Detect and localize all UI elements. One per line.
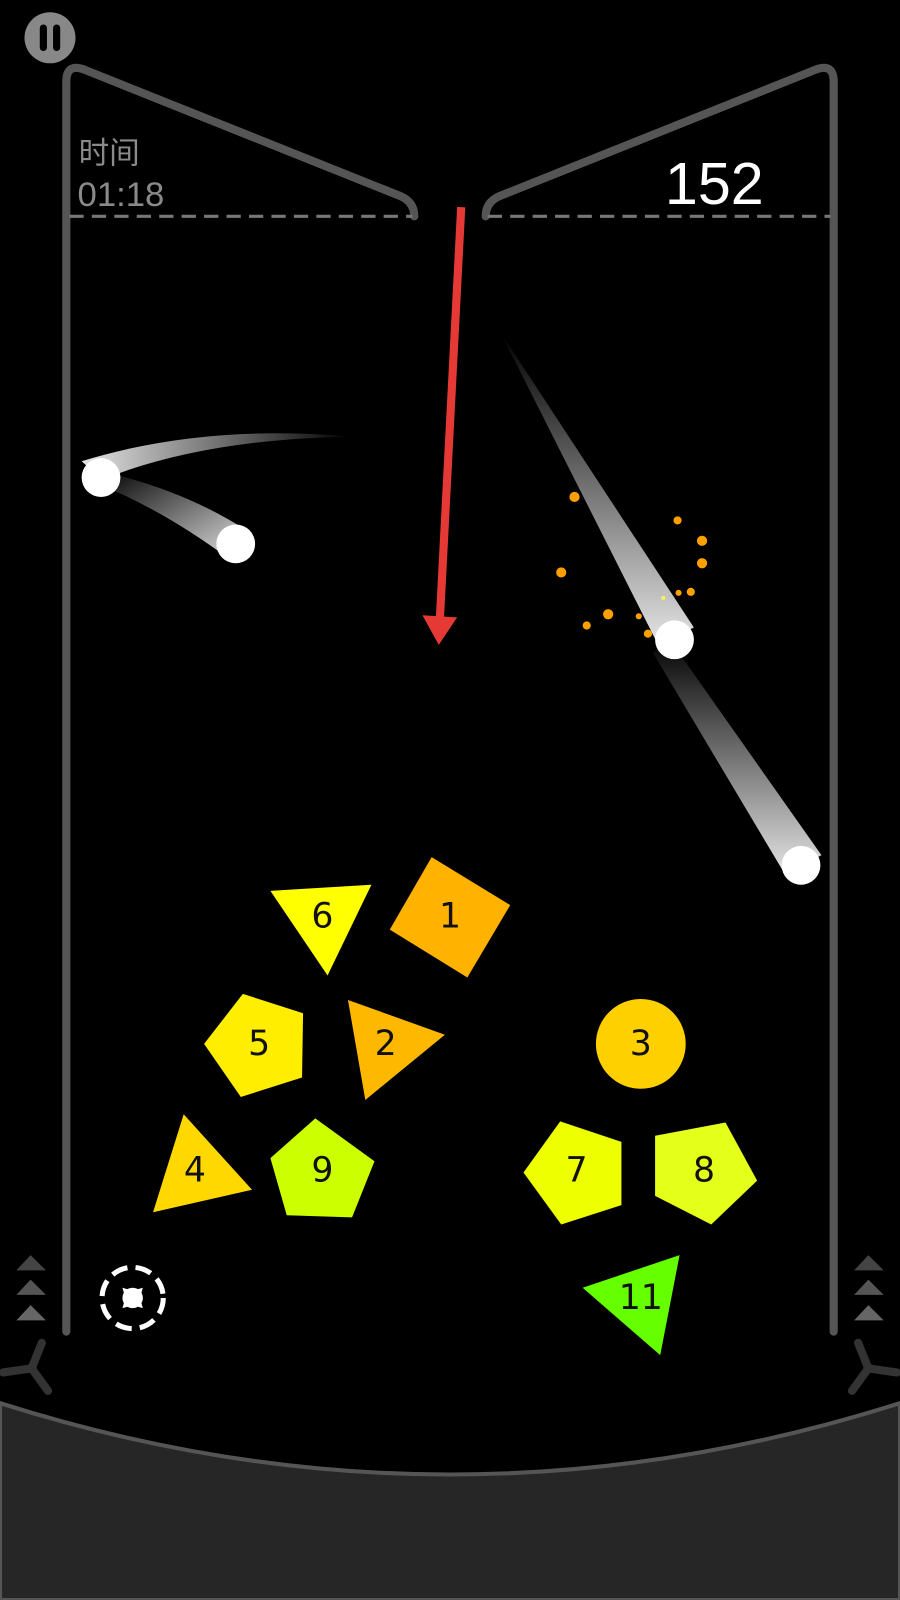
svg-text:5: 5 [248,1024,270,1064]
time-value: 01:18 [78,176,165,214]
block-triangle [153,1114,253,1213]
aim-arrow [422,206,466,645]
block: 2 [347,1000,445,1100]
block-triangle [270,884,372,976]
block-pentagon [523,1121,622,1225]
floor [0,1400,900,1600]
ball-trails [81,331,822,876]
right-boost-icon [854,1255,884,1321]
svg-text:8: 8 [693,1150,715,1190]
score: 152 [665,150,764,217]
block-pentagon [204,993,304,1097]
svg-text:4: 4 [184,1150,206,1190]
left-boost-icon [16,1255,46,1321]
ball [781,845,821,885]
right-fan-icon [847,1338,900,1395]
hit-sparks [556,491,708,638]
block: 11 [582,1255,680,1356]
block-pentagon [655,1122,758,1225]
block-square [389,857,511,978]
block: 9 [270,1118,375,1218]
block-pentagon [270,1118,375,1218]
right-wall [481,63,838,1336]
svg-text:2: 2 [375,1024,397,1064]
svg-text:1: 1 [439,896,461,936]
left-wall [62,63,419,1336]
block: 8 [655,1122,758,1225]
time-label: 时间 [79,136,140,171]
crosshair-target-icon[interactable] [99,1264,166,1332]
ball [81,458,121,497]
block: 5 [204,993,304,1097]
block: 1 [389,857,511,978]
ball [655,620,694,660]
svg-text:6: 6 [311,896,333,936]
pause-icon [39,24,61,52]
ball [216,524,256,564]
block: 3 [595,998,686,1089]
svg-text:7: 7 [565,1150,587,1190]
block: 6 [270,884,372,976]
block-triangle [582,1255,680,1356]
svg-text:9: 9 [311,1150,333,1190]
block: 4 [153,1114,253,1213]
pause-button[interactable] [24,12,76,64]
left-fan-icon [0,1338,53,1395]
svg-text:3: 3 [630,1024,652,1064]
svg-text:11: 11 [619,1278,663,1318]
block-triangle [347,1000,445,1100]
block: 7 [523,1121,622,1225]
block-circle [595,998,686,1089]
